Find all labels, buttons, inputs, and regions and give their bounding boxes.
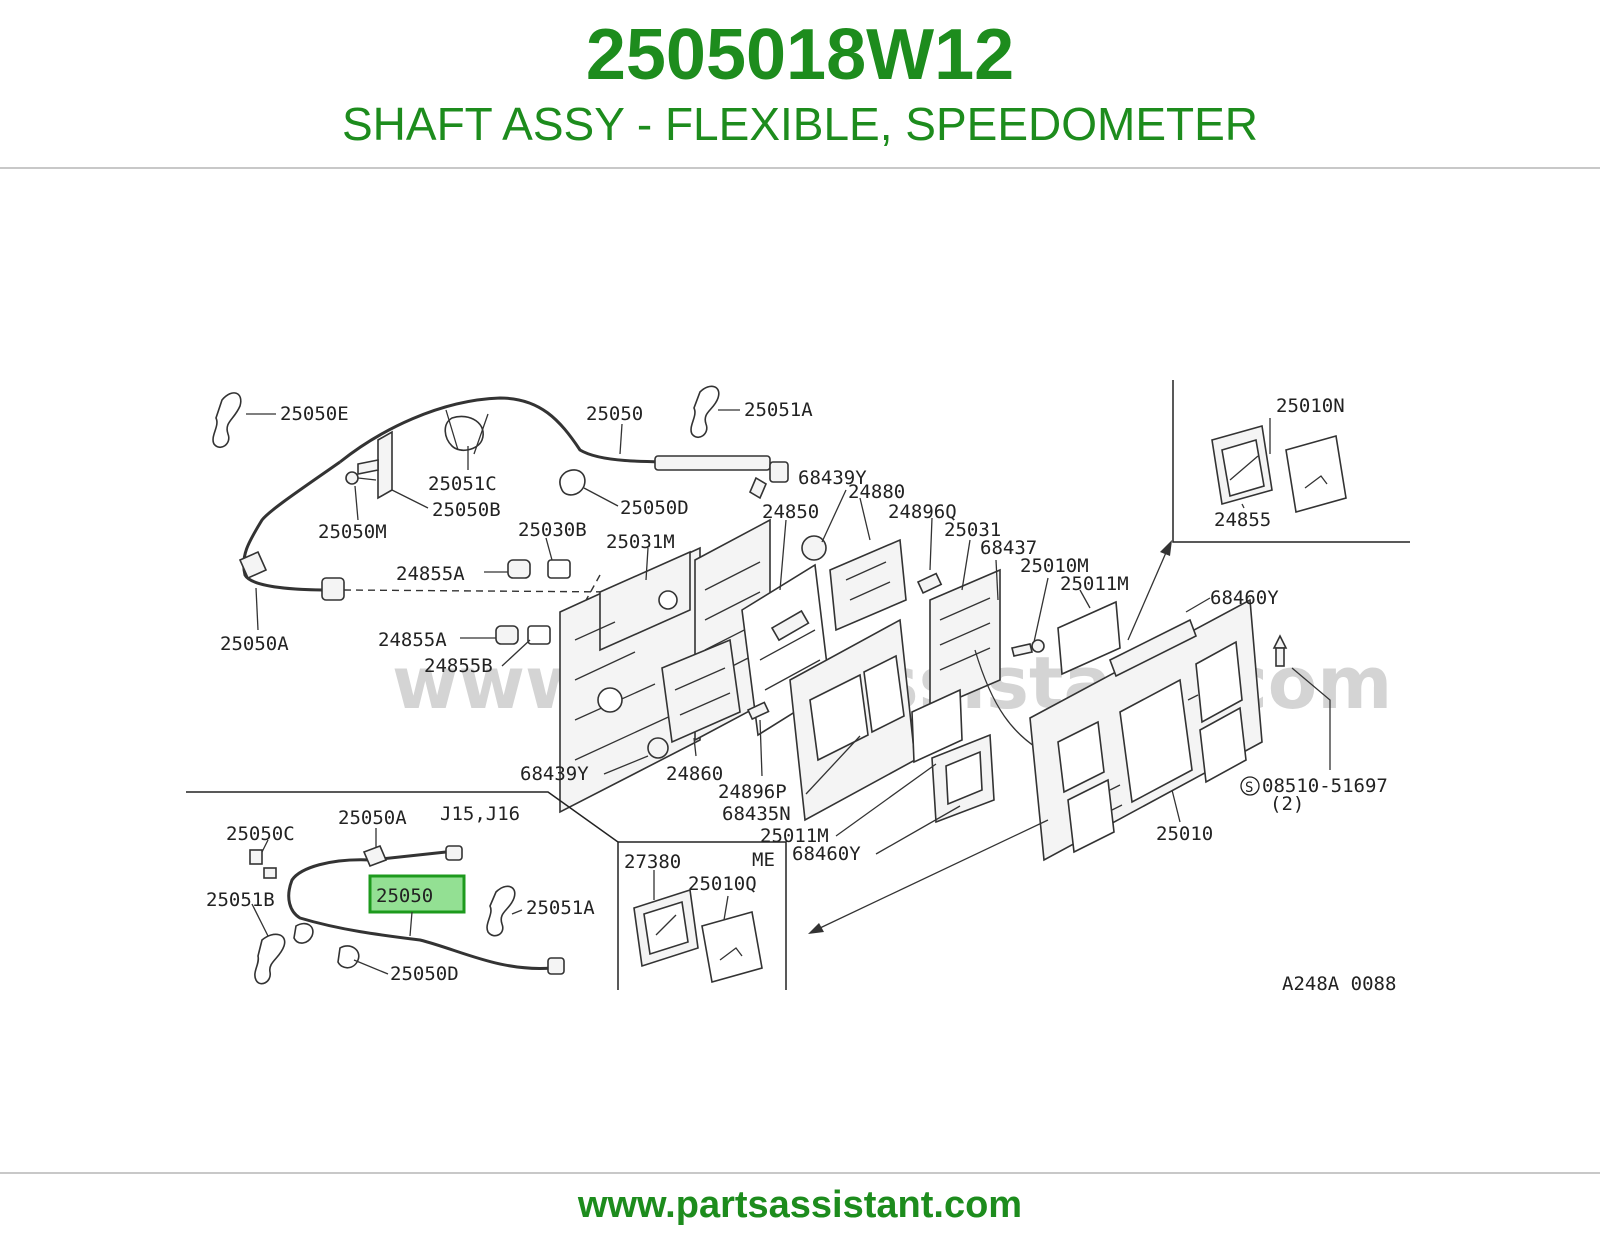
clip-25051a-inset[interactable] — [486, 885, 516, 937]
clip-25050d-top[interactable] — [559, 469, 586, 496]
clip-25051a-top[interactable] — [690, 385, 720, 439]
bolt-25050m[interactable] — [345, 471, 377, 485]
callout-25031: 25031 — [944, 519, 1001, 541]
lens-25011m-top[interactable] — [1057, 600, 1121, 676]
clip-25051b[interactable] — [254, 922, 314, 985]
callout-25050a-left: 25050A — [220, 633, 289, 655]
speedometer-cable-main[interactable] — [238, 396, 789, 641]
screw-08510[interactable] — [1272, 634, 1288, 667]
socket-24855a-2[interactable] — [495, 625, 551, 645]
callout-25050b: 25050B — [432, 499, 501, 521]
bulb-68439y-top[interactable] — [801, 535, 827, 561]
callout-08510-qty: (2) — [1270, 793, 1304, 815]
screw-25010m[interactable] — [1011, 639, 1045, 657]
callout-24855: 24855 — [1214, 509, 1271, 531]
callout-25050m: 25050M — [318, 521, 387, 543]
callout-24855a-1: 24855A — [396, 563, 465, 585]
callout-68435n: 68435N — [722, 803, 791, 825]
callout-25010m: 25010M — [1020, 555, 1089, 577]
callout-25050a-inset: 25050A — [338, 807, 407, 829]
face-25010n[interactable] — [1285, 434, 1347, 514]
plate-24896q[interactable] — [916, 572, 943, 594]
callout-labels: 25050E 25050 25051A 25051C 25050B 25050M… — [206, 395, 1396, 995]
callout-68437: 68437 — [980, 537, 1037, 559]
callout-25030b: 25030B — [518, 519, 587, 541]
callout-25031m: 25031M — [606, 531, 675, 553]
clip-68460y-top[interactable] — [1108, 618, 1198, 678]
callout-24860: 24860 — [666, 763, 723, 785]
footer-divider — [0, 1172, 1600, 1174]
callout-08510: S 08510-51697 (2) — [1240, 775, 1388, 815]
inset-me — [618, 841, 787, 990]
callout-24855a-2: 24855A — [378, 629, 447, 651]
part-description: SHAFT ASSY - FLEXIBLE, SPEEDOMETER — [341, 98, 1259, 150]
clip-25050e[interactable] — [212, 392, 242, 449]
callout-68439y-bottom: 68439Y — [520, 763, 589, 785]
callout-25050d-inset: 25050D — [390, 963, 459, 985]
callout-25050d-top: 25050D — [620, 497, 689, 519]
panel-24896p[interactable] — [746, 701, 770, 721]
gauge-24880[interactable] — [829, 538, 907, 632]
clip-25050c[interactable] — [249, 849, 277, 879]
svg-text:S: S — [1245, 780, 1253, 796]
inset-j15-j16 — [186, 791, 619, 990]
clip-25051c[interactable] — [444, 409, 489, 455]
bulb-68439y-bottom[interactable] — [647, 737, 669, 759]
callout-68439y-top: 68439Y — [798, 467, 867, 489]
callout-25051c: 25051C — [428, 473, 497, 495]
trim-68460y-bottom[interactable] — [931, 733, 995, 824]
arrow-to-inset-right — [1127, 540, 1172, 641]
socket-24855a-1[interactable] — [507, 559, 571, 579]
variant-me: ME — [752, 849, 775, 871]
callout-25010q: 25010Q — [688, 873, 757, 895]
callout-25011m-top: 25011M — [1060, 573, 1129, 595]
arrow-to-inset-left — [808, 819, 1049, 934]
callout-68460y-top: 68460Y — [1210, 587, 1279, 609]
callout-25051a-top: 25051A — [744, 399, 813, 421]
callout-27380: 27380 — [624, 851, 681, 873]
header-divider — [0, 167, 1600, 169]
callout-25050-top: 25050 — [586, 403, 643, 425]
inset-top-right — [1172, 380, 1410, 543]
bracket-25050b[interactable] — [357, 430, 393, 500]
footer-url-link[interactable]: www.partsassistant.com — [577, 1184, 1023, 1226]
callout-24855b: 24855B — [424, 655, 493, 677]
lens-25011m-bottom[interactable] — [911, 688, 963, 764]
callout-25010: 25010 — [1156, 823, 1213, 845]
callout-24896p: 24896P — [718, 781, 787, 803]
callout-68460y-bottom: 68460Y — [792, 843, 861, 865]
part-number-title: 2505018W12 — [585, 15, 1015, 95]
callout-25050c: 25050C — [226, 823, 295, 845]
bezel-68435n[interactable] — [789, 618, 916, 822]
callout-08510-number: 08510-51697 — [1262, 775, 1388, 797]
callout-24896q: 24896Q — [888, 501, 957, 523]
callout-24850: 24850 — [762, 501, 819, 523]
meter-27380[interactable] — [633, 888, 699, 968]
callout-25050-highlighted[interactable]: 25050 — [376, 885, 433, 907]
callout-25010n: 25010N — [1276, 395, 1345, 417]
leader-lines — [246, 409, 1331, 975]
reference-code: A248A 0088 — [1282, 973, 1396, 995]
clip-25050d-inset[interactable] — [337, 945, 360, 969]
header: 2505018W12 SHAFT ASSY - FLEXIBLE, SPEEDO… — [0, 0, 1600, 168]
callout-25050e: 25050E — [280, 403, 349, 425]
speedometer-cable-j15[interactable] — [287, 844, 565, 975]
callout-24880: 24880 — [848, 481, 905, 503]
variant-j15-j16: J15,J16 — [440, 803, 520, 825]
case-25031[interactable] — [929, 568, 1001, 712]
cluster-lid-25010[interactable] — [1029, 598, 1263, 862]
meter-24855-inset[interactable] — [1211, 424, 1273, 506]
meter-24860[interactable] — [661, 638, 741, 744]
highlight-box — [368, 874, 466, 914]
face-25010q[interactable] — [701, 910, 763, 984]
callout-25051b: 25051B — [206, 889, 275, 911]
callout-25011m-bottom: 25011M — [760, 825, 829, 847]
callout-25051a-inset: 25051A — [526, 897, 595, 919]
